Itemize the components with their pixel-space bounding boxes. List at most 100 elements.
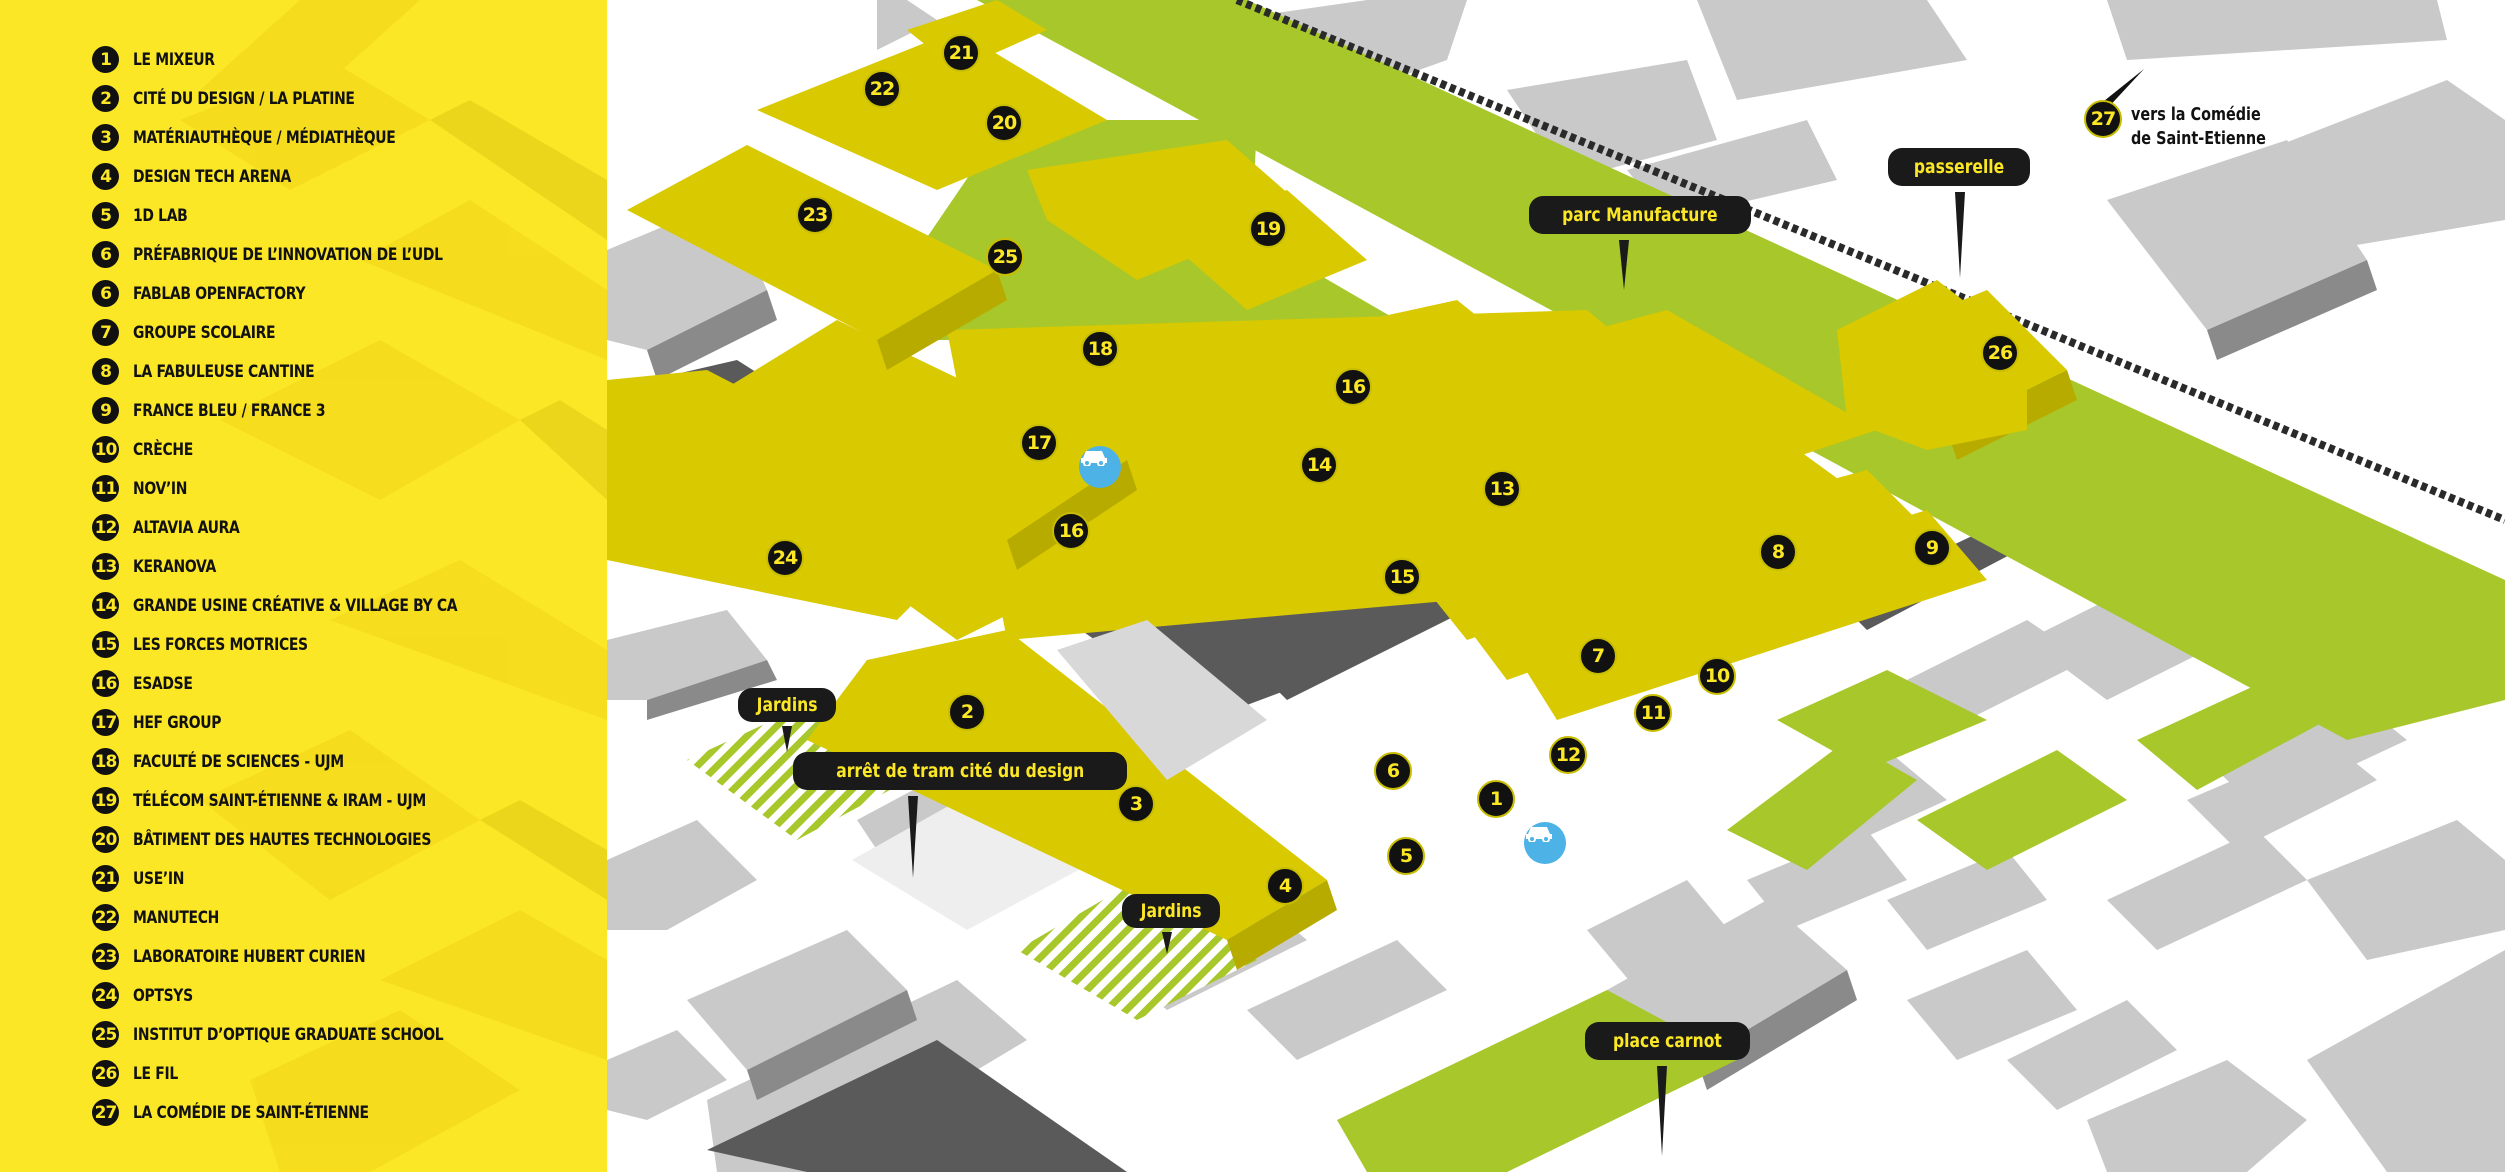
legend-item: 12 ALTAVIA AURA — [92, 508, 528, 547]
legend-item-label: INSTITUT D’OPTIQUE GRADUATE SCHOOL — [133, 1024, 444, 1045]
legend-item-label: MATÉRIAUTHÈQUE / MÉDIATHÈQUE — [133, 127, 396, 148]
legend-item-number: 17 — [92, 709, 119, 736]
legend-item-number: 1 — [92, 46, 119, 73]
map-marker-26[interactable]: 26 — [1981, 334, 2019, 372]
map-marker-11[interactable]: 11 — [1634, 694, 1672, 732]
legend-item: 26 LE FIL — [92, 1054, 528, 1093]
map-marker-7[interactable]: 7 — [1579, 637, 1617, 675]
legend-item-label: OPTSYS — [133, 985, 193, 1006]
legend-item-label: LE MIXEUR — [133, 49, 215, 70]
map-marker-15[interactable]: 15 — [1383, 558, 1421, 596]
legend-item-number: 27 — [92, 1099, 119, 1126]
legend-item-number: 7 — [92, 319, 119, 346]
map-marker-21[interactable]: 21 — [942, 34, 980, 72]
map-marker-14[interactable]: 14 — [1300, 446, 1338, 484]
legend-item-number: 23 — [92, 943, 119, 970]
map-drawing — [607, 0, 2505, 1172]
map-marker-20[interactable]: 20 — [985, 104, 1023, 142]
car-icon[interactable] — [1079, 446, 1121, 488]
legend-item-label: NOV’IN — [133, 478, 188, 499]
map-marker-18[interactable]: 18 — [1081, 330, 1119, 368]
legend-item: 21 USE’IN — [92, 859, 528, 898]
legend-item-label: KERANOVA — [133, 556, 216, 577]
legend-item-label: USE’IN — [133, 868, 185, 889]
callout-passerelle[interactable]: passerelle — [1888, 148, 2031, 186]
grey-hall — [1057, 620, 1267, 780]
map-marker-4[interactable]: 4 — [1266, 867, 1304, 905]
callout-tram-stop[interactable]: arrêt de tram cité du design — [793, 752, 1128, 790]
map-marker-1[interactable]: 1 — [1477, 780, 1515, 818]
legend-item-label: CITÉ DU DESIGN / LA PLATINE — [133, 88, 355, 109]
legend-item-number: 12 — [92, 514, 119, 541]
car-icon[interactable] — [1524, 822, 1566, 864]
map-marker-23[interactable]: 23 — [796, 196, 834, 234]
legend-item-label: DESIGN TECH ARENA — [133, 166, 291, 187]
legend-item-label: LE FIL — [133, 1063, 178, 1084]
legend-item-number: 6 — [92, 280, 119, 307]
legend-item-number: 9 — [92, 397, 119, 424]
legend-item-label: HEF GROUP — [133, 712, 222, 733]
map-marker-2[interactable]: 2 — [948, 693, 986, 731]
legend-item: 3 MATÉRIAUTHÈQUE / MÉDIATHÈQUE — [92, 118, 528, 157]
legend-item: 1 LE MIXEUR — [92, 40, 528, 79]
legend-item-number: 13 — [92, 553, 119, 580]
legend-item-number: 15 — [92, 631, 119, 658]
legend-item-number: 5 — [92, 202, 119, 229]
callout-jardins-2[interactable]: Jardins — [1122, 894, 1221, 928]
map-marker-24[interactable]: 24 — [766, 539, 804, 577]
legend-background-buildings — [180, 0, 607, 1172]
callout-pin — [1619, 240, 1629, 290]
legend-item-number: 14 — [92, 592, 119, 619]
callout-parc-manufacture[interactable]: parc Manufacture — [1529, 196, 1751, 234]
legend-item: 25 INSTITUT D’OPTIQUE GRADUATE SCHOOL — [92, 1015, 528, 1054]
map-marker-13[interactable]: 13 — [1483, 470, 1521, 508]
building-le-fil — [1837, 280, 2027, 450]
map-marker-10[interactable]: 10 — [1698, 657, 1736, 695]
map-marker-5[interactable]: 5 — [1387, 837, 1425, 875]
callout-pin — [1657, 1066, 1667, 1156]
legend-item-number: 18 — [92, 748, 119, 775]
map-marker-3[interactable]: 3 — [1117, 785, 1155, 823]
map-marker-16b[interactable]: 16 — [1052, 512, 1090, 550]
map-marker-17[interactable]: 17 — [1020, 424, 1058, 462]
legend-item-label: MANUTECH — [133, 907, 219, 928]
legend-item-number: 25 — [92, 1021, 119, 1048]
map-marker-16a[interactable]: 16 — [1334, 368, 1372, 406]
callout-place-carnot[interactable]: place carnot — [1585, 1022, 1750, 1060]
map-marker-22[interactable]: 22 — [863, 70, 901, 108]
legend-item-number: 21 — [92, 865, 119, 892]
legend-item-label: ALTAVIA AURA — [133, 517, 240, 538]
legend-item-label: LA FABULEUSE CANTINE — [133, 361, 315, 382]
callout-pin — [908, 796, 918, 878]
legend-item-number: 3 — [92, 124, 119, 151]
map-marker-25[interactable]: 25 — [986, 238, 1024, 276]
map-marker-19[interactable]: 19 — [1249, 210, 1287, 248]
legend-item: 17 HEF GROUP — [92, 703, 528, 742]
map-marker-8[interactable]: 8 — [1759, 533, 1797, 571]
legend-item-number: 4 — [92, 163, 119, 190]
callout-jardins-1[interactable]: Jardins — [738, 688, 837, 722]
map-marker-12[interactable]: 12 — [1549, 736, 1587, 774]
map-marker-6[interactable]: 6 — [1374, 752, 1412, 790]
legend-item-number: 20 — [92, 826, 119, 853]
callout-pin — [1162, 932, 1172, 954]
map-marker-9[interactable]: 9 — [1913, 529, 1951, 567]
grey-building-shadows — [647, 260, 2377, 1100]
map-marker-27[interactable]: 27 — [2084, 100, 2122, 138]
legend-item-number: 26 — [92, 1060, 119, 1087]
